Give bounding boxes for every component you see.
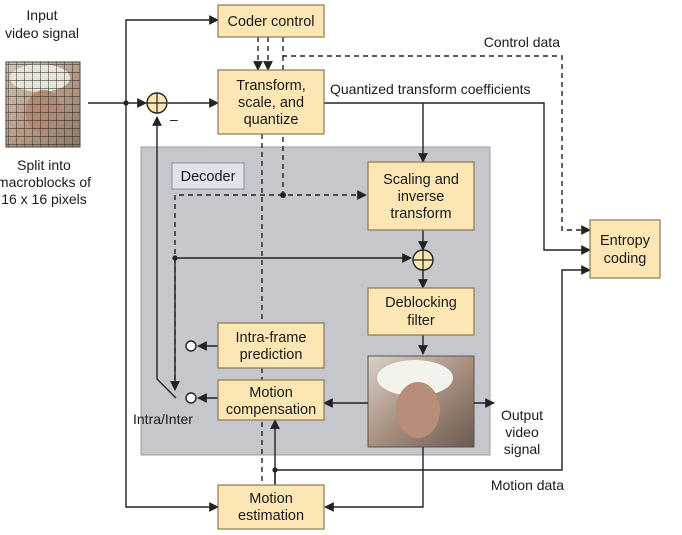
input-label-line2: video signal: [5, 25, 79, 41]
input-label-line1: Input: [26, 7, 57, 23]
output-frame-image: [367, 355, 475, 448]
motion-data-label: Motion data: [491, 477, 564, 493]
block-coder-control-label: Coder control: [227, 14, 314, 30]
block-scaling-line1: Scaling and: [383, 172, 459, 188]
split-label-line1: Split into: [17, 157, 71, 173]
block-motion-est-line2: estimation: [238, 508, 304, 524]
output-label-line1: Output: [501, 407, 543, 423]
control-data-label: Control data: [484, 34, 560, 50]
block-motion-est: Motion estimation: [217, 484, 325, 530]
block-deblocking-line2: filter: [407, 313, 435, 329]
adder-node: [412, 249, 434, 271]
block-intra: Intra-frame prediction: [217, 322, 325, 369]
output-label-line3: signal: [504, 441, 541, 457]
intra-terminal: [185, 340, 197, 352]
block-deblocking-line1: Deblocking: [385, 295, 457, 311]
block-decoder-label: Decoder: [171, 162, 245, 190]
block-coder-control: Coder control: [217, 4, 325, 38]
output-label-line2: video: [505, 424, 539, 440]
block-motion-comp-line1: Motion: [249, 385, 293, 401]
block-scaling: Scaling and inverse transform: [367, 161, 475, 231]
block-scaling-line2: inverse: [398, 189, 445, 205]
block-entropy: Entropy coding: [589, 219, 661, 279]
intra-inter-label: Intra/Inter: [133, 411, 193, 427]
block-entropy-line1: Entropy: [600, 233, 651, 249]
block-transform-line1: Transform,: [236, 78, 306, 94]
split-label-line2: macroblocks of: [0, 174, 91, 190]
split-label-line3: 16 x 16 pixels: [1, 191, 87, 207]
block-scaling-line3: transform: [390, 206, 451, 222]
block-motion-comp-line2: compensation: [226, 402, 316, 418]
block-transform-line2: scale, and: [238, 95, 304, 111]
input-video-image: [5, 61, 81, 148]
minus-sign: –: [170, 111, 178, 127]
block-intra-line1: Intra-frame: [236, 330, 307, 346]
block-entropy-line2: coding: [604, 251, 647, 267]
block-transform: Transform, scale, and quantize: [217, 69, 325, 135]
quantized-coefficients-label: Quantized transform coefficients: [330, 81, 531, 97]
block-deblocking: Deblocking filter: [367, 287, 475, 336]
block-motion-comp: Motion compensation: [217, 379, 325, 421]
block-intra-line2: prediction: [240, 347, 303, 363]
decoder-label: Decoder: [181, 169, 236, 185]
inter-terminal: [185, 392, 197, 404]
block-motion-est-line1: Motion: [249, 491, 293, 507]
summation-node: [146, 92, 168, 114]
block-transform-line3: quantize: [244, 112, 299, 128]
